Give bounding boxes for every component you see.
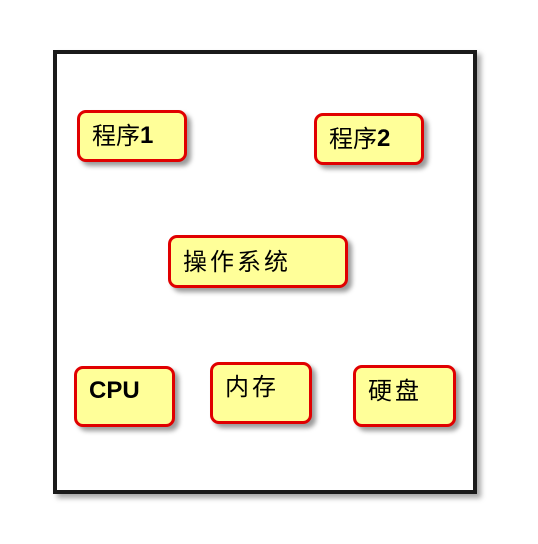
cpu-label: CPU <box>89 376 140 404</box>
disk-box: 硬盘 <box>353 365 456 427</box>
program-1-number: 1 <box>140 122 154 149</box>
memory-box: 内存 <box>210 362 312 424</box>
disk-label: 硬盘 <box>368 377 422 405</box>
cpu-box: CPU <box>74 366 175 427</box>
program-2-number: 2 <box>377 125 391 152</box>
memory-label: 内存 <box>225 373 279 401</box>
os-box: 操作系统 <box>168 235 348 288</box>
os-label: 操作系统 <box>183 247 291 276</box>
program-2-label: 程序 <box>329 125 377 153</box>
program-1-label: 程序 <box>92 122 140 150</box>
